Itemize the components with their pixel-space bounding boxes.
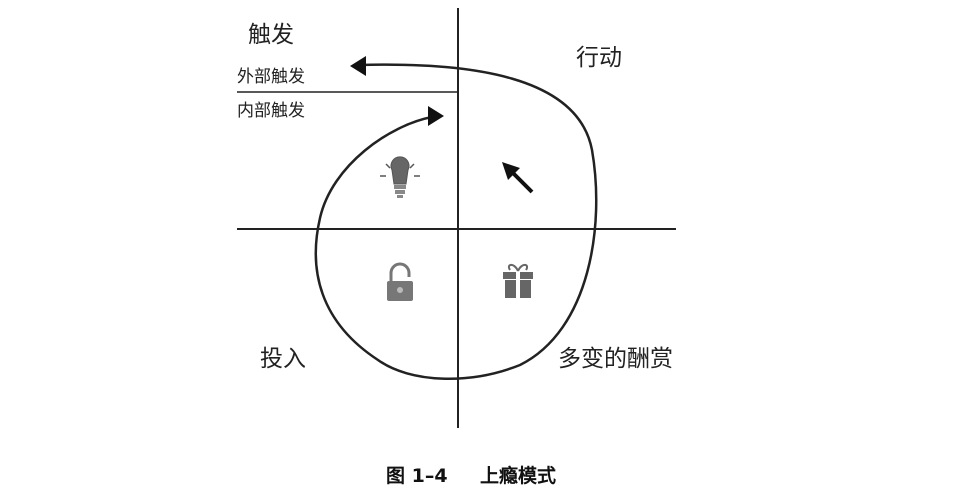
action-label: 行动	[576, 45, 622, 71]
figure-title: 上瘾模式	[480, 464, 556, 487]
variable-reward-label: 多变的酬赏	[558, 346, 673, 372]
trigger-label: 触发	[248, 22, 294, 48]
cursor-arrow-icon	[502, 162, 534, 194]
hook-loop-curve	[314, 63, 598, 380]
internal-trigger-arrowhead	[428, 106, 444, 126]
padlock-icon	[387, 262, 413, 301]
figure-number: 图 1–4	[386, 465, 448, 487]
external-trigger-label: 外部触发	[237, 67, 305, 87]
internal-trigger-label: 内部触发	[237, 101, 305, 121]
lightbulb-icon	[380, 156, 420, 198]
gift-icon	[503, 263, 533, 298]
external-trigger-arrowhead	[350, 56, 366, 76]
investment-label: 投入	[260, 346, 306, 372]
